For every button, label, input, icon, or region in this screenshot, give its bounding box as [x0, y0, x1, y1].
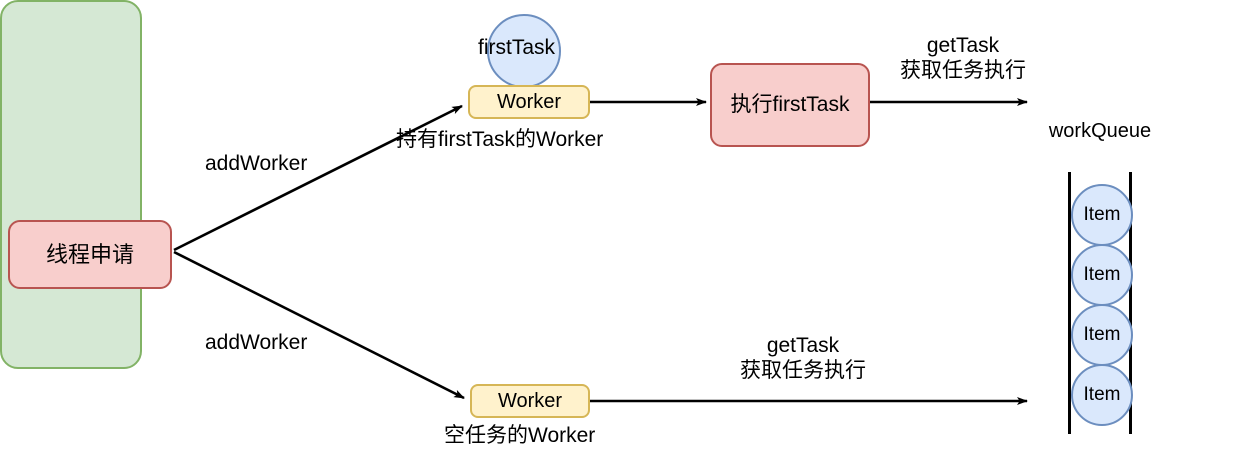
- node-worker-bottom-label: Worker: [497, 389, 563, 412]
- edge-label-get-task-bottom-line1: getTask: [766, 334, 840, 357]
- node-exec-first-task[interactable]: 执行firstTask: [710, 63, 870, 147]
- queue-item[interactable]: Item: [1071, 304, 1133, 366]
- node-work-queue[interactable]: [0, 0, 142, 369]
- node-first-task[interactable]: [487, 14, 561, 88]
- edge-label-add-worker-top: addWorker: [205, 152, 308, 175]
- queue-item[interactable]: Item: [1071, 244, 1133, 306]
- edge-label-empty-task-worker: 空任务的Worker: [444, 424, 596, 447]
- edge-label-add-worker-bottom: addWorker: [205, 331, 308, 354]
- node-worker-bottom[interactable]: Worker: [470, 384, 590, 418]
- edge-label-get-task-bottom: getTask 获取任务执行: [708, 334, 898, 384]
- node-first-task-label: firstTask: [478, 36, 556, 59]
- edge-thread-request-to-worker-bottom: [173, 250, 465, 400]
- queue-item[interactable]: Item: [1071, 364, 1133, 426]
- node-thread-request-label: 线程申请: [45, 241, 134, 267]
- edge-label-get-task-top-line1: getTask: [926, 34, 1000, 57]
- queue-rail-right: [1129, 172, 1132, 434]
- edge-label-hold-first-task-worker: 持有firstTask的Worker: [396, 128, 604, 151]
- node-worker-top-label: Worker: [496, 90, 562, 113]
- node-work-queue-label: workQueue: [1048, 120, 1152, 142]
- edge-label-get-task-top: getTask 获取任务执行: [888, 34, 1038, 84]
- node-exec-first-task-label: 执行firstTask: [730, 92, 850, 116]
- edge-label-get-task-top-line2: 获取任务执行: [900, 58, 1026, 82]
- queue-item[interactable]: Item: [1071, 184, 1133, 246]
- node-worker-top[interactable]: Worker: [468, 85, 590, 119]
- queue-rail-left: [1068, 172, 1071, 434]
- edge-label-get-task-bottom-line2: 获取任务执行: [740, 358, 866, 382]
- node-thread-request[interactable]: 线程申请: [8, 220, 172, 289]
